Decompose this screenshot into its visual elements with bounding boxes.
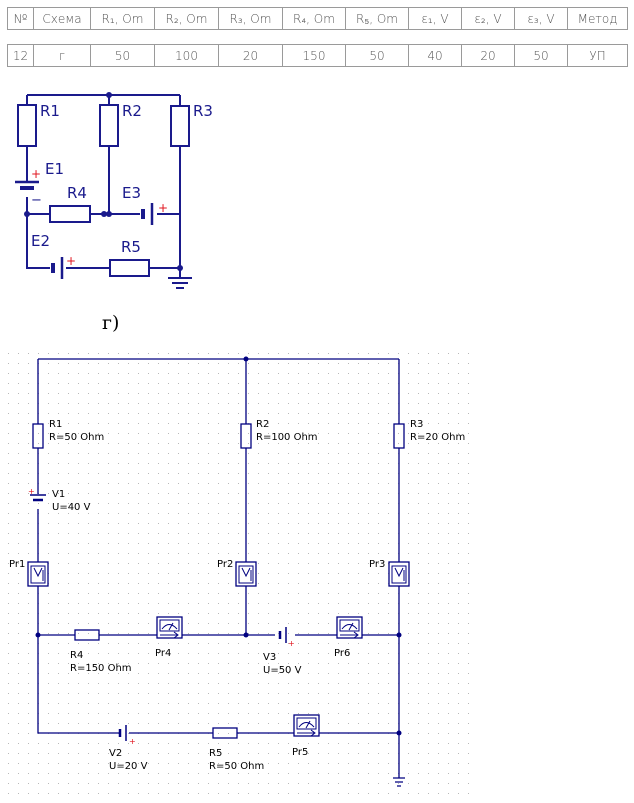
resistor-r5 [109, 259, 150, 277]
resistor-r1 [17, 104, 37, 147]
header-r3: R₃, Om [218, 7, 283, 30]
label-r4: R4 [67, 184, 87, 202]
label-e2: E2 [31, 232, 50, 250]
v1-plus-sign: + [28, 487, 35, 496]
pr6-label: Pr6 [334, 648, 350, 659]
value-r4: 150 [282, 44, 346, 67]
v2-plus-sign: + [129, 737, 136, 746]
node [396, 632, 402, 638]
node [35, 632, 41, 638]
value-r2: 100 [154, 44, 219, 67]
v3-value: U=50 V [263, 665, 302, 676]
e1-plus-sign: + [31, 167, 41, 181]
scheme-left-wire [26, 95, 44, 269]
ground-icon [168, 268, 192, 289]
r4-value: R=150 Ohm [70, 663, 132, 674]
pr1-label: Pr1 [9, 559, 25, 570]
label-r2: R2 [122, 102, 142, 120]
node [106, 211, 112, 217]
sim-schematic: + + + [9, 356, 465, 787]
pr3-label: Pr3 [369, 559, 385, 570]
node [24, 211, 30, 217]
r1-name: R1 [49, 419, 62, 430]
scheme-caption: г) [102, 312, 120, 334]
v2-name: V2 [109, 748, 122, 759]
resistor-r5 [212, 727, 238, 739]
v3-name: V3 [263, 652, 276, 663]
ammeter-pr1 [27, 561, 49, 587]
resistor-r3 [393, 423, 405, 449]
pr5-label: Pr5 [292, 747, 308, 758]
value-e2: 20 [461, 44, 515, 67]
node [101, 211, 107, 217]
parameters-value-table: 12 г 50 100 20 150 50 40 20 50 УП [7, 44, 628, 67]
pr4-label: Pr4 [155, 648, 171, 659]
ammeter-pr5 [293, 714, 320, 737]
r4-name: R4 [70, 650, 83, 661]
resistor-r4 [49, 205, 91, 223]
header-r1: R₁, Om [90, 7, 155, 30]
node [243, 632, 249, 638]
ammeter-pr3 [388, 561, 410, 587]
header-r4: R₄, Om [282, 7, 346, 30]
label-r3: R3 [193, 102, 213, 120]
scheme-g: R1 R2 R3 E1 R4 E3 E2 R5 + − + + [15, 92, 213, 289]
value-r3: 20 [218, 44, 283, 67]
header-r2: R₂, Om [154, 7, 219, 30]
r3-value: R=20 Ohm [410, 432, 465, 443]
resistor-r2 [240, 423, 252, 449]
header-e3: ε₃, V [514, 7, 568, 30]
label-r5: R5 [121, 238, 141, 256]
e1-minus-sign: − [31, 193, 42, 208]
resistor-r4 [74, 629, 100, 641]
value-e1: 40 [408, 44, 462, 67]
ground-icon [393, 777, 405, 787]
v1-name: V1 [52, 489, 65, 500]
value-e3: 50 [514, 44, 568, 67]
header-e1: ε₁, V [408, 7, 462, 30]
value-method: УП [567, 44, 628, 67]
r3-name: R3 [410, 419, 423, 430]
e3-plus-sign: + [158, 201, 168, 215]
v1-value: U=40 V [52, 502, 91, 513]
parameters-header-table: № Схема R₁, Om R₂, Om R₃, Om R₄, Om R₅, … [7, 7, 628, 30]
label-e1: E1 [45, 160, 64, 178]
ammeter-pr4 [156, 616, 183, 639]
value-r5: 50 [345, 44, 409, 67]
resistor-r1 [32, 423, 44, 449]
resistor-r3 [170, 105, 190, 147]
sim-left-wire [37, 359, 109, 734]
r2-name: R2 [256, 419, 269, 430]
header-method: Метод [567, 7, 628, 30]
node [396, 730, 402, 736]
v3-plus-sign: + [288, 639, 295, 648]
resistor-r2 [99, 104, 119, 147]
ammeter-pr6 [336, 616, 363, 639]
header-number: № [7, 7, 34, 30]
ammeter-pr2 [235, 561, 257, 587]
schematic-grid [8, 353, 469, 794]
header-r5: R₅, Om [345, 7, 409, 30]
value-number: 12 [7, 44, 34, 67]
r2-value: R=100 Ohm [256, 432, 318, 443]
label-e3: E3 [122, 184, 141, 202]
r1-value: R=50 Ohm [49, 432, 104, 443]
label-r1: R1 [40, 102, 60, 120]
pr2-label: Pr2 [217, 559, 233, 570]
table-row: 12 г 50 100 20 150 50 40 20 50 УП [7, 44, 628, 67]
r5-value: R=50 Ohm [209, 761, 264, 772]
e2-plus-sign: + [66, 254, 76, 268]
value-r1: 50 [90, 44, 155, 67]
r5-name: R5 [209, 748, 222, 759]
v2-value: U=20 V [109, 761, 148, 772]
